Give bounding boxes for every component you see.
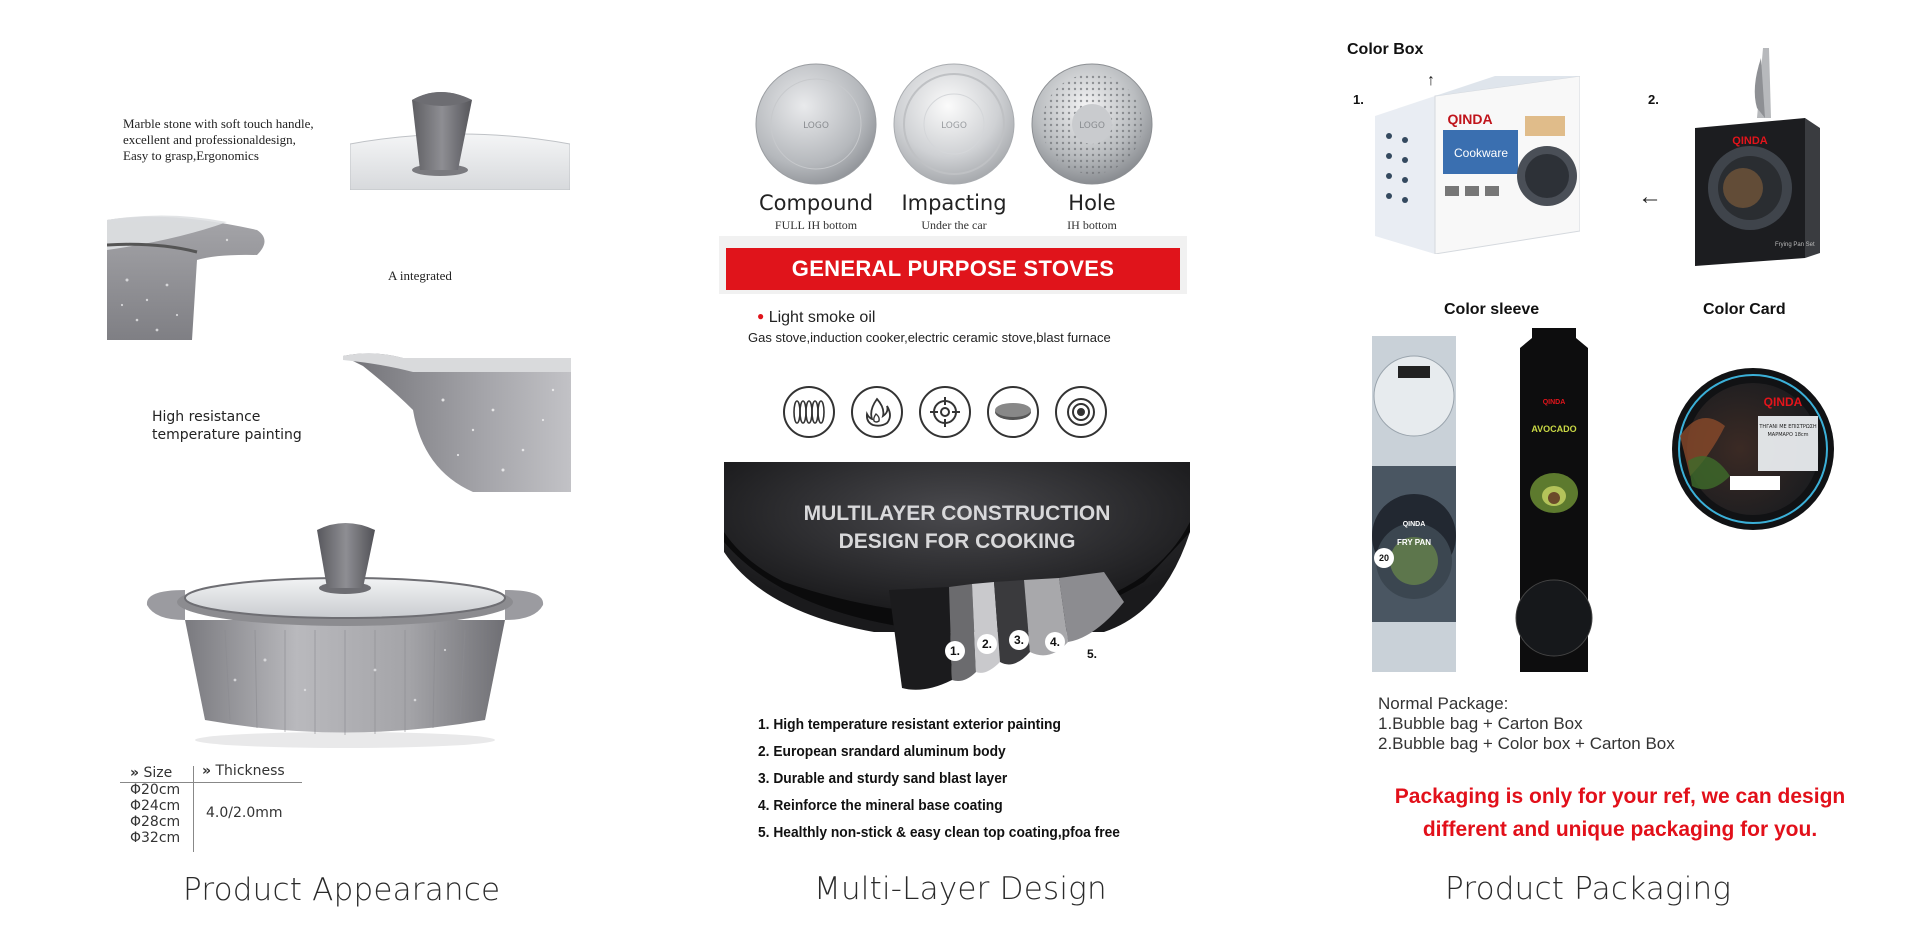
resistance-description: High resistance temperature painting [152,409,302,443]
pot-rim-image [107,215,265,340]
flame-icon [851,386,903,438]
brand-logo-text: QINDA [1732,135,1768,147]
thickness-value: 4.0/2.0mm [206,805,283,821]
induction-icon [1055,386,1107,438]
feature-item: 2. European srandard aluminum body [758,743,1006,760]
bottom-sub-hole: IH bottom [1067,218,1117,232]
card-text-2: ΜΑΡΜΑΡΟ 18cm [1767,432,1808,438]
layer-number: 1. [950,644,960,658]
lid-knob-image [350,92,570,190]
gas-burner-icon [919,386,971,438]
normal-package-title: Normal Package: [1378,694,1509,713]
size-list: Φ20cm Φ24cm Φ28cm Φ32cm [130,782,180,846]
bottom-sub-compound: FULL IH bottom [774,218,858,232]
stove-icons-row [783,386,1107,438]
size-value: Φ28cm [130,814,181,830]
feature-item: 1. High temperature resistant exterior p… [758,716,1061,733]
bottom-name-compound: Compound [758,191,874,215]
sleeve-size-text: 20 [1379,553,1389,563]
table-divider-v [193,766,194,852]
layer-number: 4. [1050,635,1060,649]
brand-logo-text: QINDA [1764,395,1803,409]
color-sleeve-label: Color sleeve [1444,301,1540,318]
feature-item: 5. Healthly non-stick & easy clean top c… [758,824,1120,841]
feature-list: 1. High temperature resistant exterior p… [758,711,1120,846]
caption-product-appearance: Product Appearance [183,872,501,908]
sleeve1-label: FRY PAN [1397,538,1431,547]
layer-strips [889,572,1124,690]
card-text-1: ΤΗΓΑΝΙ ΜΕ ΕΠΙΣΤΡΩΣΗ [1758,424,1816,430]
logo-mark: LOGO [803,121,829,131]
normal-package-option-1: 1.Bubble bag + Carton Box [1378,714,1583,733]
ceramic-plate-icon [987,386,1039,438]
packaging-note-line-1: Packaging is only for your ref, we can d… [1394,785,1846,808]
bullet-light-smoke: ● Light smoke oil [757,309,876,326]
color-box-2-image: QINDA Frying Pan Set [1695,48,1820,266]
sleeve2-label: AVOCADO [1531,424,1576,434]
integrated-label: A integrated [388,268,452,283]
package-number-2: 2. [1648,92,1659,107]
layer-number: 2. [982,637,992,651]
bottom-name-impacting: Impacting [901,191,1007,215]
normal-package-option-2: 2.Bubble bag + Color box + Carton Box [1378,734,1675,753]
bottom-sub-impacting: Under the car [921,218,987,232]
stove-types: Gas stove,induction cooker,electric cera… [748,330,1111,345]
normal-package-text: Normal Package: 1.Bubble bag + Carton Bo… [1378,694,1675,754]
hole-bottom-image: LOGO [1031,63,1153,185]
table-divider-h [120,782,302,783]
spec-table: » Size » Thickness Φ20cm Φ24cm Φ28cm Φ32… [120,760,310,852]
color-sleeve-1-image: 20 FRY PAN QINDA [1372,336,1456,672]
coil-stove-icon [783,386,835,438]
logo-mark: LOGO [1079,121,1105,131]
caption-multi-layer-design: Multi-Layer Design [814,871,1107,907]
size-value: Φ20cm [130,782,181,798]
box2-text: Frying Pan Set [1775,242,1815,248]
casserole-pot-image [146,523,544,748]
brand-logo-text: QINDA [1543,399,1566,406]
general-purpose-banner: GENERAL PURPOSE STOVES [726,248,1180,290]
feature-item: 4. Reinforce the mineral base coating [758,797,1003,814]
package-number-1: 1. [1353,92,1364,107]
color-card-label: Color Card [1703,301,1786,318]
logo-mark: LOGO [941,121,967,131]
pot-body-image [343,353,571,492]
arrow-left-icon: ← [1638,183,1662,210]
handle-description: Marble stone with soft touch handle, exc… [123,116,314,163]
bottom-name-hole: Hole [1068,191,1116,215]
color-box-label: Color Box [1347,41,1424,58]
brand-logo-text: QINDA [1403,521,1426,528]
layer-number: 5. [1087,647,1097,661]
color-sleeve-2-image: QINDA AVOCADO [1515,328,1593,672]
packaging-note-line-2: different and unique packaging for you. [1422,818,1818,841]
layer-title-2: DESIGN FOR COOKING [839,530,1076,553]
impacting-bottom-image: LOGO [893,63,1015,185]
color-card-image: QINDA ΤΗΓΑΝΙ ΜΕ ΕΠΙΣΤΡΩΣΗ ΜΑΡΜΑΡΟ 18cm [1672,368,1834,530]
layer-number: 3. [1014,633,1024,647]
multilayer-pan-image: MULTILAYER CONSTRUCTION DESIGN FOR COOKI… [724,462,1190,698]
size-value: Φ32cm [130,830,181,846]
color-box-image: Cookware QINDA [1375,76,1580,254]
thickness-header: » Thickness [202,763,285,779]
compound-bottom-image: LOGO [755,63,877,185]
caption-product-packaging: Product Packaging [1445,871,1732,907]
arrow-up-icon: ↑ [1427,72,1435,89]
layer-title-1: MULTILAYER CONSTRUCTION [804,502,1111,525]
box-side-text: Cookware [1454,146,1508,160]
feature-item: 3. Durable and sturdy sand blast layer [758,770,1008,787]
bullet-dot-icon: ● [757,309,765,323]
packaging-note: Packaging is only for your ref, we can d… [1365,780,1875,846]
size-header: » Size [130,765,173,781]
size-value: Φ24cm [130,798,181,814]
brand-logo-text: QINDA [1447,111,1492,127]
